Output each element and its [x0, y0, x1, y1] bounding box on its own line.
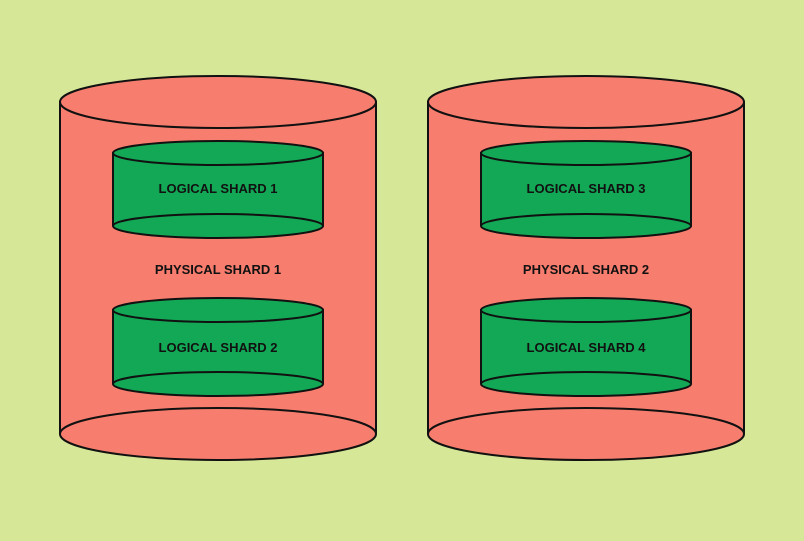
logical-shard-3-bottom-back [480, 213, 692, 227]
logical-shard-3: LOGICAL SHARD 3 [480, 140, 692, 239]
physical-shard-1-top [59, 75, 377, 129]
logical-shard-1-body [112, 152, 324, 239]
physical-shard-1-label: PHYSICAL SHARD 1 [155, 262, 281, 277]
logical-shard-1-label: LOGICAL SHARD 1 [159, 181, 278, 196]
physical-shard-2-bottom-back [427, 407, 745, 435]
physical-shard-2-top [427, 75, 745, 129]
logical-shard-3-label: LOGICAL SHARD 3 [527, 181, 646, 196]
logical-shard-4-top [480, 297, 692, 323]
logical-shard-1: LOGICAL SHARD 1 [112, 140, 324, 239]
physical-shard-1-bottom-back [59, 407, 377, 435]
logical-shard-2-top [112, 297, 324, 323]
logical-shard-2-bottom-back [112, 371, 324, 385]
logical-shard-1-top [112, 140, 324, 166]
logical-shard-4-label: LOGICAL SHARD 4 [527, 340, 647, 355]
logical-shard-2: LOGICAL SHARD 2 [112, 297, 324, 397]
physical-shard-2-label: PHYSICAL SHARD 2 [523, 262, 649, 277]
physical-shard-2: LOGICAL SHARD 3 PHYSICAL SHARD 2 LOGICAL… [427, 75, 745, 461]
logical-shard-4-bottom-back [480, 371, 692, 385]
logical-shard-2-label: LOGICAL SHARD 2 [159, 340, 278, 355]
logical-shard-4: LOGICAL SHARD 4 [480, 297, 692, 397]
logical-shard-3-body [480, 152, 692, 239]
logical-shard-3-top [480, 140, 692, 166]
logical-shard-1-bottom-back [112, 213, 324, 227]
physical-shard-1: LOGICAL SHARD 1 PHYSICAL SHARD 1 LOGICAL… [59, 75, 377, 461]
